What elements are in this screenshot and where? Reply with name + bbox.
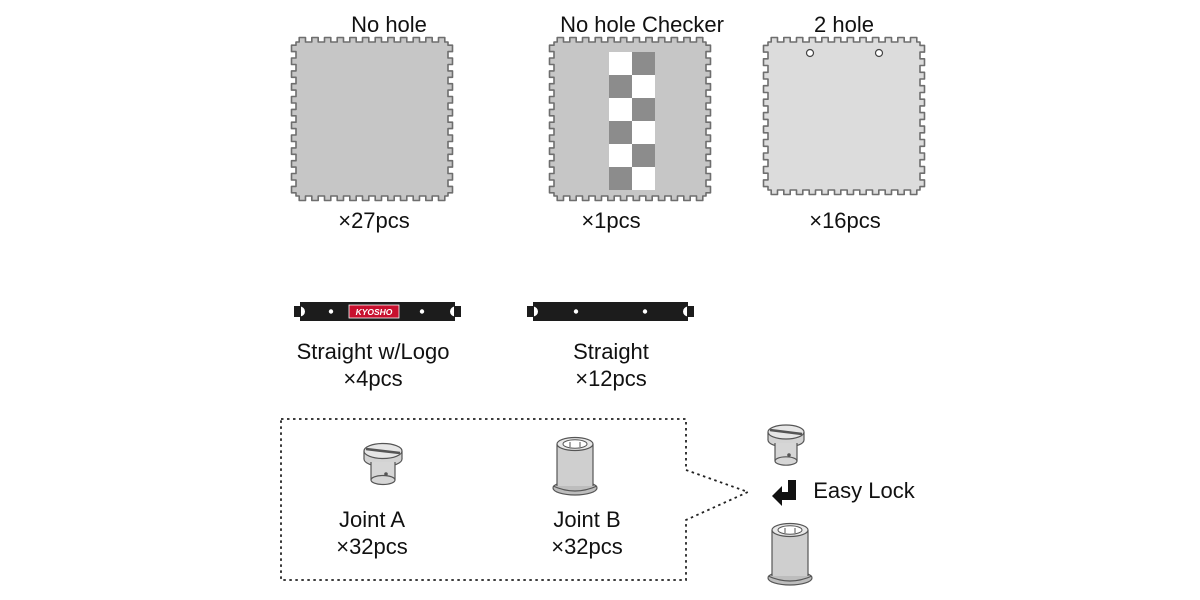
tile-hole-left <box>805 48 815 58</box>
checker-square <box>632 144 655 167</box>
joint-a-illustration <box>363 442 403 486</box>
checker-square <box>609 167 632 190</box>
tile-2-hole-body <box>762 36 926 196</box>
kyosho-logo-text: KYOSHO <box>356 307 393 317</box>
rail-hole <box>573 309 579 314</box>
straight-with-logo-rail: KYOSHO <box>294 302 461 321</box>
tile-2-hole <box>762 36 926 196</box>
checker-square <box>609 75 632 98</box>
kyosho-logo <box>348 304 400 319</box>
rail-body <box>533 302 688 321</box>
checker-square <box>609 144 632 167</box>
easy-lock-arrow-icon <box>772 480 796 506</box>
checker-square <box>609 52 632 75</box>
straight-logo-title: Straight w/Logo <box>296 339 450 364</box>
rail-tab-left <box>294 306 301 317</box>
tile-2-hole-title: 2 hole <box>814 12 874 37</box>
easy-lock-joint-a <box>767 424 805 466</box>
tile-no-hole-body <box>290 36 454 202</box>
checker-square <box>632 98 655 121</box>
straight-title: Straight <box>573 339 649 364</box>
tile-no-hole <box>290 36 454 202</box>
straight-logo-qty: ×4pcs <box>343 366 403 391</box>
tile-checker-qty: ×1pcs <box>581 208 641 233</box>
checker-square <box>609 121 632 144</box>
rail-tab-right <box>454 306 461 317</box>
joint-b-title: Joint B <box>553 507 621 532</box>
easy-lock-label: Easy Lock <box>813 478 915 503</box>
checker-square <box>632 52 655 75</box>
tile-no-hole-checker <box>548 36 712 202</box>
checker-pattern <box>609 52 655 190</box>
joint-a-qty: ×32pcs <box>336 534 408 559</box>
rail-tab-left <box>527 306 534 317</box>
tile-hole-right <box>874 48 884 58</box>
tile-2-hole-qty: ×16pcs <box>809 208 881 233</box>
checker-square <box>632 75 655 98</box>
rail-hole <box>642 309 648 314</box>
rail-hole <box>328 309 334 314</box>
joint-a-title: Joint A <box>338 507 406 532</box>
rail-tab-right <box>687 306 694 317</box>
tile-no-hole-title: No hole <box>351 12 427 37</box>
tile-checker-title: No hole Checker <box>560 12 724 37</box>
joint-b-illustration <box>552 436 598 496</box>
checker-square <box>632 167 655 190</box>
straight-rail <box>527 302 694 321</box>
checker-square <box>632 121 655 144</box>
checker-square <box>609 98 632 121</box>
easy-lock-joint-b <box>767 522 813 586</box>
tile-no-hole-qty: ×27pcs <box>338 208 410 233</box>
straight-qty: ×12pcs <box>575 366 647 391</box>
rail-hole <box>419 309 425 314</box>
joint-b-qty: ×32pcs <box>551 534 623 559</box>
